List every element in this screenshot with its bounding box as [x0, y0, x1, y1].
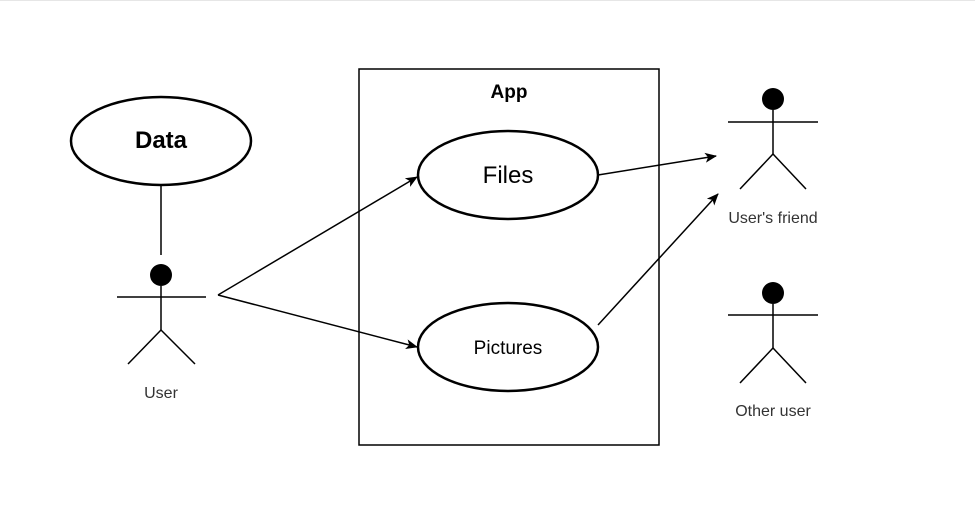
other-user-right-leg	[772, 347, 807, 384]
actor-users-friend: User's friend	[728, 88, 818, 227]
arrow-user-to-files	[217, 176, 418, 296]
arrow-user-to-pictures	[217, 294, 418, 350]
user-right-leg	[160, 329, 196, 365]
other-user-label: Other user	[735, 403, 811, 420]
other-user-left-leg	[739, 347, 774, 384]
arrow-files-to-friend	[597, 152, 717, 176]
data-label: Data	[135, 127, 188, 154]
arrow-pictures-to-friend	[597, 193, 719, 326]
data-node: Data	[69, 95, 253, 187]
other-user-head	[762, 282, 784, 304]
user-head	[150, 264, 172, 286]
friend-label: User's friend	[728, 210, 817, 227]
friend-left-leg	[739, 153, 774, 190]
pictures-ellipse	[416, 301, 600, 393]
pictures-label: Pictures	[474, 338, 543, 359]
use-case-files: Files	[416, 129, 600, 221]
friend-head	[762, 88, 784, 110]
friend-right-leg	[772, 153, 807, 190]
system-title: App	[491, 82, 528, 103]
files-label: Files	[483, 162, 534, 189]
user-label: User	[144, 385, 178, 402]
actor-other-user: Other user	[728, 282, 818, 420]
actor-user: User	[117, 264, 206, 402]
user-left-leg	[127, 329, 162, 365]
use-case-pictures: Pictures	[416, 301, 600, 393]
